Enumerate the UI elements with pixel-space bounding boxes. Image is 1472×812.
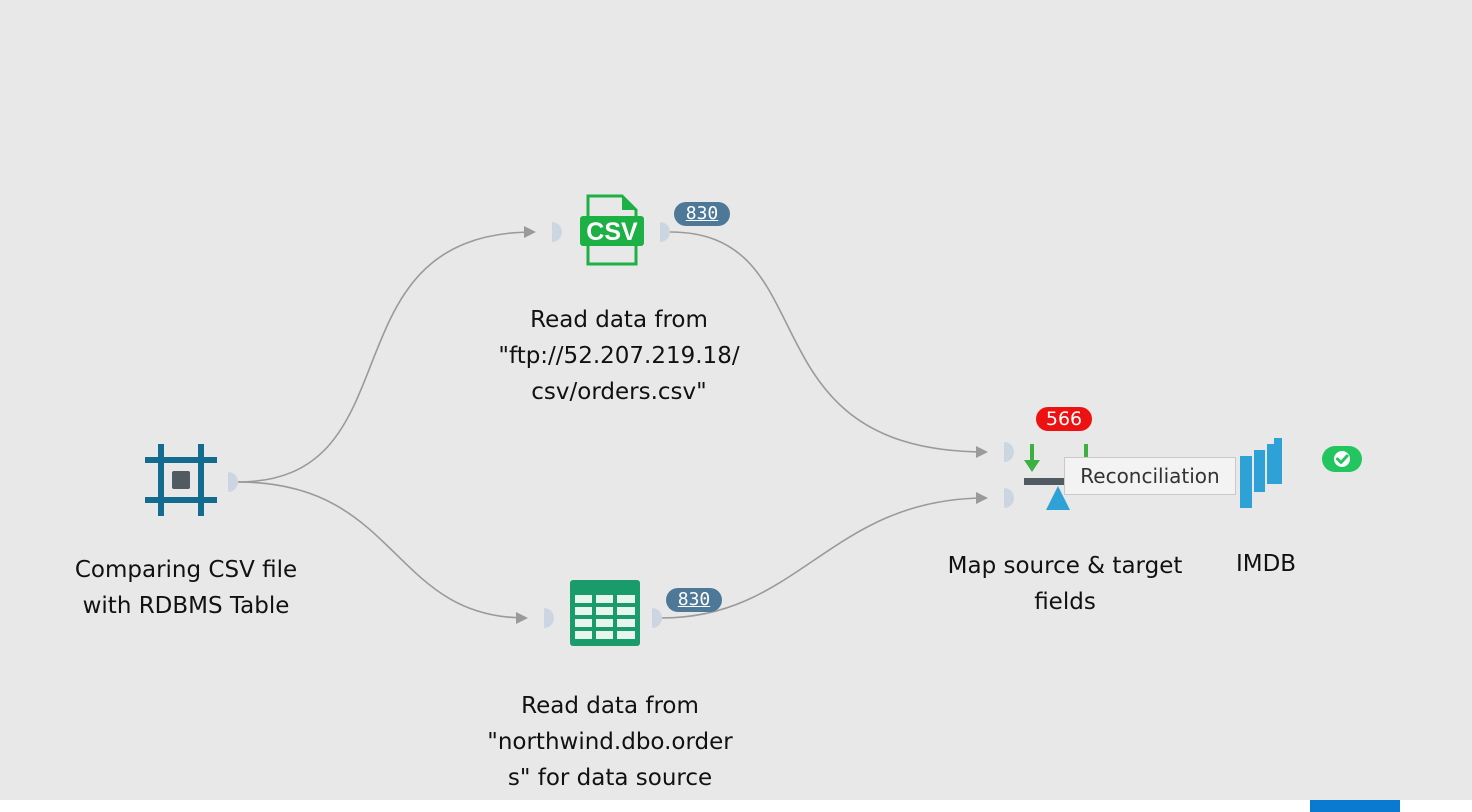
table-reader-label: Read data from "northwind.dbo.order s" f… bbox=[487, 693, 733, 791]
edge-start-to-csv[interactable] bbox=[237, 226, 536, 483]
mapper-input-port-2[interactable] bbox=[1002, 488, 1016, 508]
imdb-node[interactable] bbox=[1238, 438, 1284, 510]
table-grid-icon bbox=[570, 580, 640, 646]
check-icon bbox=[1334, 451, 1350, 467]
start-node-label: Comparing CSV file with RDBMS Table bbox=[74, 557, 298, 619]
table-record-count-badge[interactable]: 830 bbox=[666, 588, 722, 612]
csv-reader-label: Read data from "ftp://52.207.219.18/ csv… bbox=[498, 307, 740, 405]
mapper-tooltip: Reconciliation bbox=[1064, 457, 1236, 495]
table-output-port[interactable] bbox=[650, 608, 664, 628]
csv-output-port[interactable] bbox=[658, 222, 672, 242]
csv-reader-node[interactable]: CSV bbox=[580, 194, 644, 266]
csv-file-icon: CSV bbox=[580, 194, 644, 266]
imdb-bars-icon bbox=[1240, 438, 1282, 508]
csv-input-port[interactable] bbox=[550, 222, 564, 242]
imdb-label: IMDB bbox=[1235, 551, 1297, 577]
edge-csv-to-mapper[interactable] bbox=[669, 231, 988, 458]
bottom-panel-edge bbox=[0, 800, 1472, 812]
imdb-success-badge bbox=[1322, 446, 1362, 472]
csv-icon-text: CSV bbox=[586, 218, 638, 246]
start-output-port[interactable] bbox=[226, 472, 240, 492]
start-node[interactable] bbox=[144, 443, 218, 517]
mapper-label: Map source & target fields bbox=[947, 553, 1183, 615]
edge-start-to-table[interactable] bbox=[237, 481, 528, 624]
csv-record-count-badge[interactable]: 830 bbox=[674, 202, 730, 226]
start-frame-icon bbox=[144, 443, 218, 517]
table-reader-node[interactable] bbox=[570, 580, 640, 646]
edge-table-to-mapper[interactable] bbox=[661, 492, 988, 619]
mapper-error-count-badge[interactable]: 566 bbox=[1036, 407, 1092, 431]
table-input-port[interactable] bbox=[542, 608, 556, 628]
mapper-input-port-1[interactable] bbox=[1002, 442, 1016, 462]
bottom-accent-button[interactable] bbox=[1310, 800, 1400, 812]
